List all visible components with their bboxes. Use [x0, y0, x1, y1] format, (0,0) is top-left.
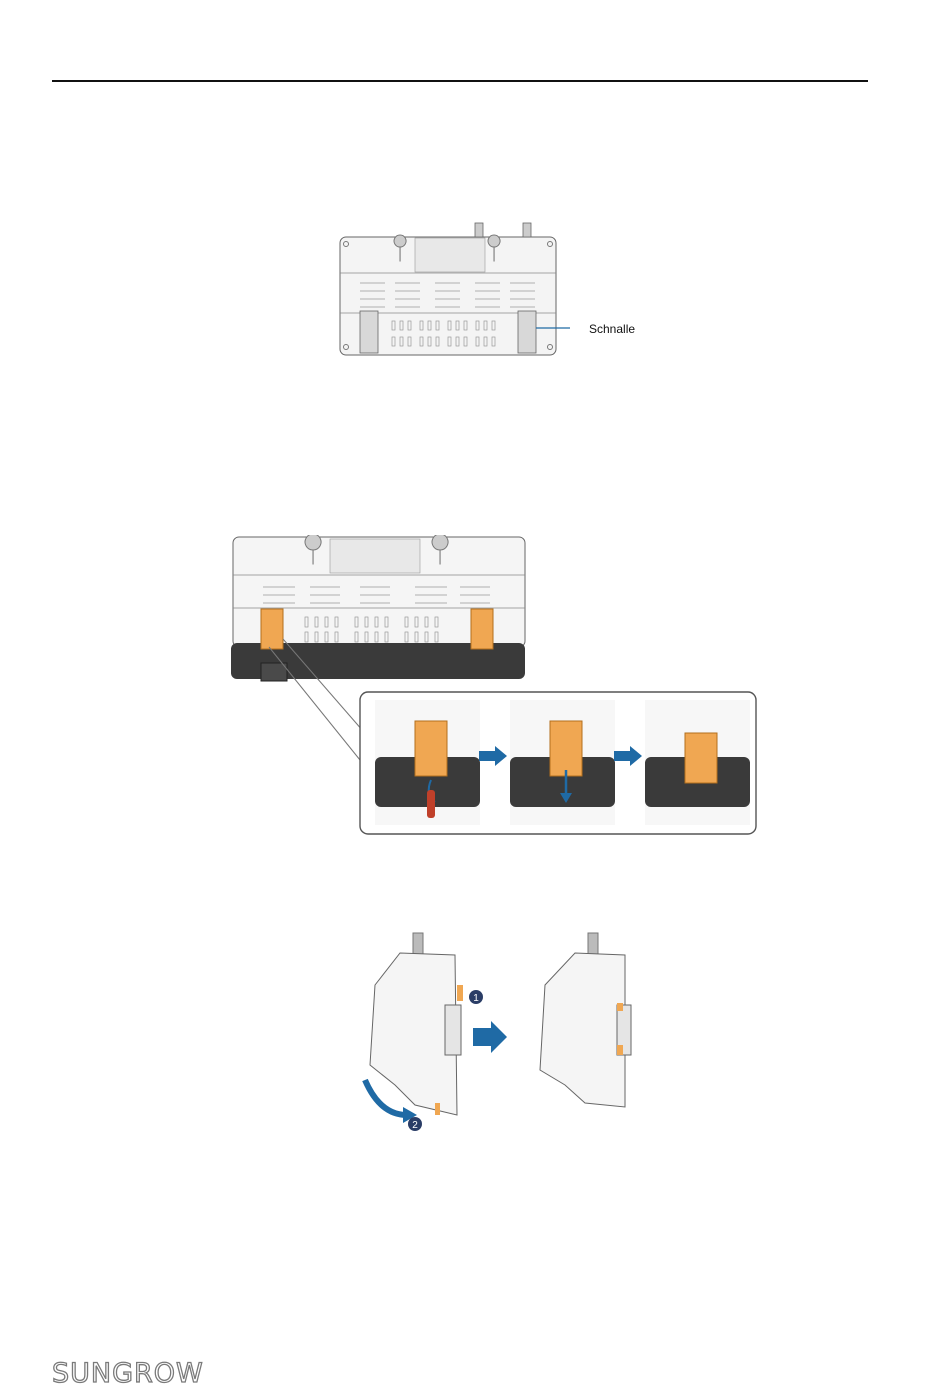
- step-1-number: 1: [473, 993, 479, 1004]
- buckle-callout-label: Schnalle: [589, 322, 635, 336]
- figure-device-back: [330, 215, 570, 365]
- step-2-badge: 2: [408, 1117, 422, 1131]
- step-1-badge: 1: [469, 990, 483, 1004]
- figure-rail-mounting: 1 2: [355, 925, 655, 1140]
- header-rule: [52, 80, 868, 82]
- step-2-number: 2: [412, 1120, 418, 1131]
- sungrow-logo: SUNGROW: [52, 1358, 204, 1389]
- figure-buckle-installation: [225, 535, 765, 840]
